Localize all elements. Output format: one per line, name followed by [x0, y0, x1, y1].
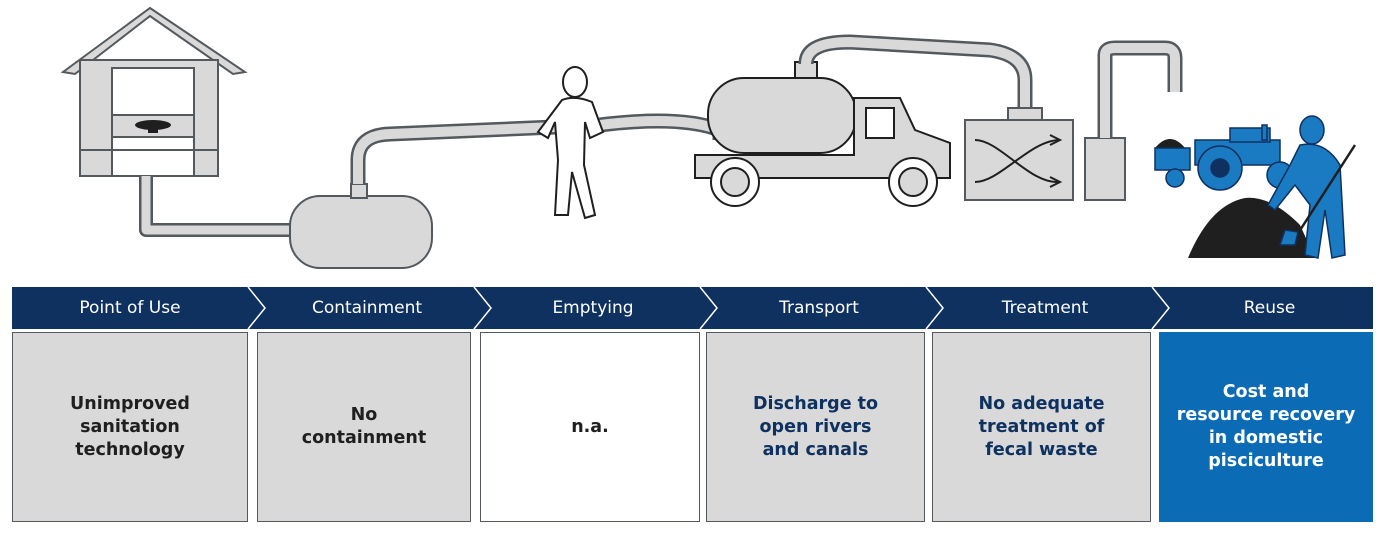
farmer-icon — [1267, 115, 1346, 259]
vacuum-truck-icon — [694, 61, 951, 207]
stage-description-treatment: No adequate treatment of fecal waste — [978, 393, 1105, 460]
stage-box-treatment: No adequate treatment of fecal waste — [932, 332, 1151, 522]
stage-description-point-of-use: Unimproved sanitation technology — [70, 393, 190, 460]
stage-label-reuse: Reuse — [1243, 298, 1296, 318]
septic-tank-icon — [289, 183, 433, 269]
stage-description-emptying: n.a. — [571, 416, 609, 437]
stage-description-transport: Discharge to open rivers and canals — [752, 393, 879, 460]
shovel-icon — [1293, 144, 1357, 239]
latrine-icon — [60, 6, 248, 177]
stage-box-point-of-use: Unimproved sanitation technology — [12, 332, 248, 522]
stage-description-reuse: Cost and resource recovery in domestic p… — [1176, 382, 1356, 471]
stage-box-containment: No containment — [257, 332, 471, 522]
stage-label-emptying: Emptying — [552, 298, 634, 318]
treatment-plant-icon — [964, 107, 1126, 201]
worker-icon — [536, 66, 605, 220]
stage-box-reuse: Cost and resource recovery in domestic p… — [1159, 332, 1373, 522]
stage-box-transport: Discharge to open rivers and canals — [706, 332, 925, 522]
stage-description-containment: No containment — [301, 405, 427, 448]
stage-box-emptying: n.a. — [480, 332, 700, 522]
stage-label-treatment: Treatment — [1001, 298, 1089, 318]
sanitation-illustration — [60, 6, 1357, 269]
stage-label-transport: Transport — [779, 298, 859, 318]
stage-label-point-of-use: Point of Use — [79, 298, 181, 318]
stage-label-containment: Containment — [311, 298, 423, 318]
